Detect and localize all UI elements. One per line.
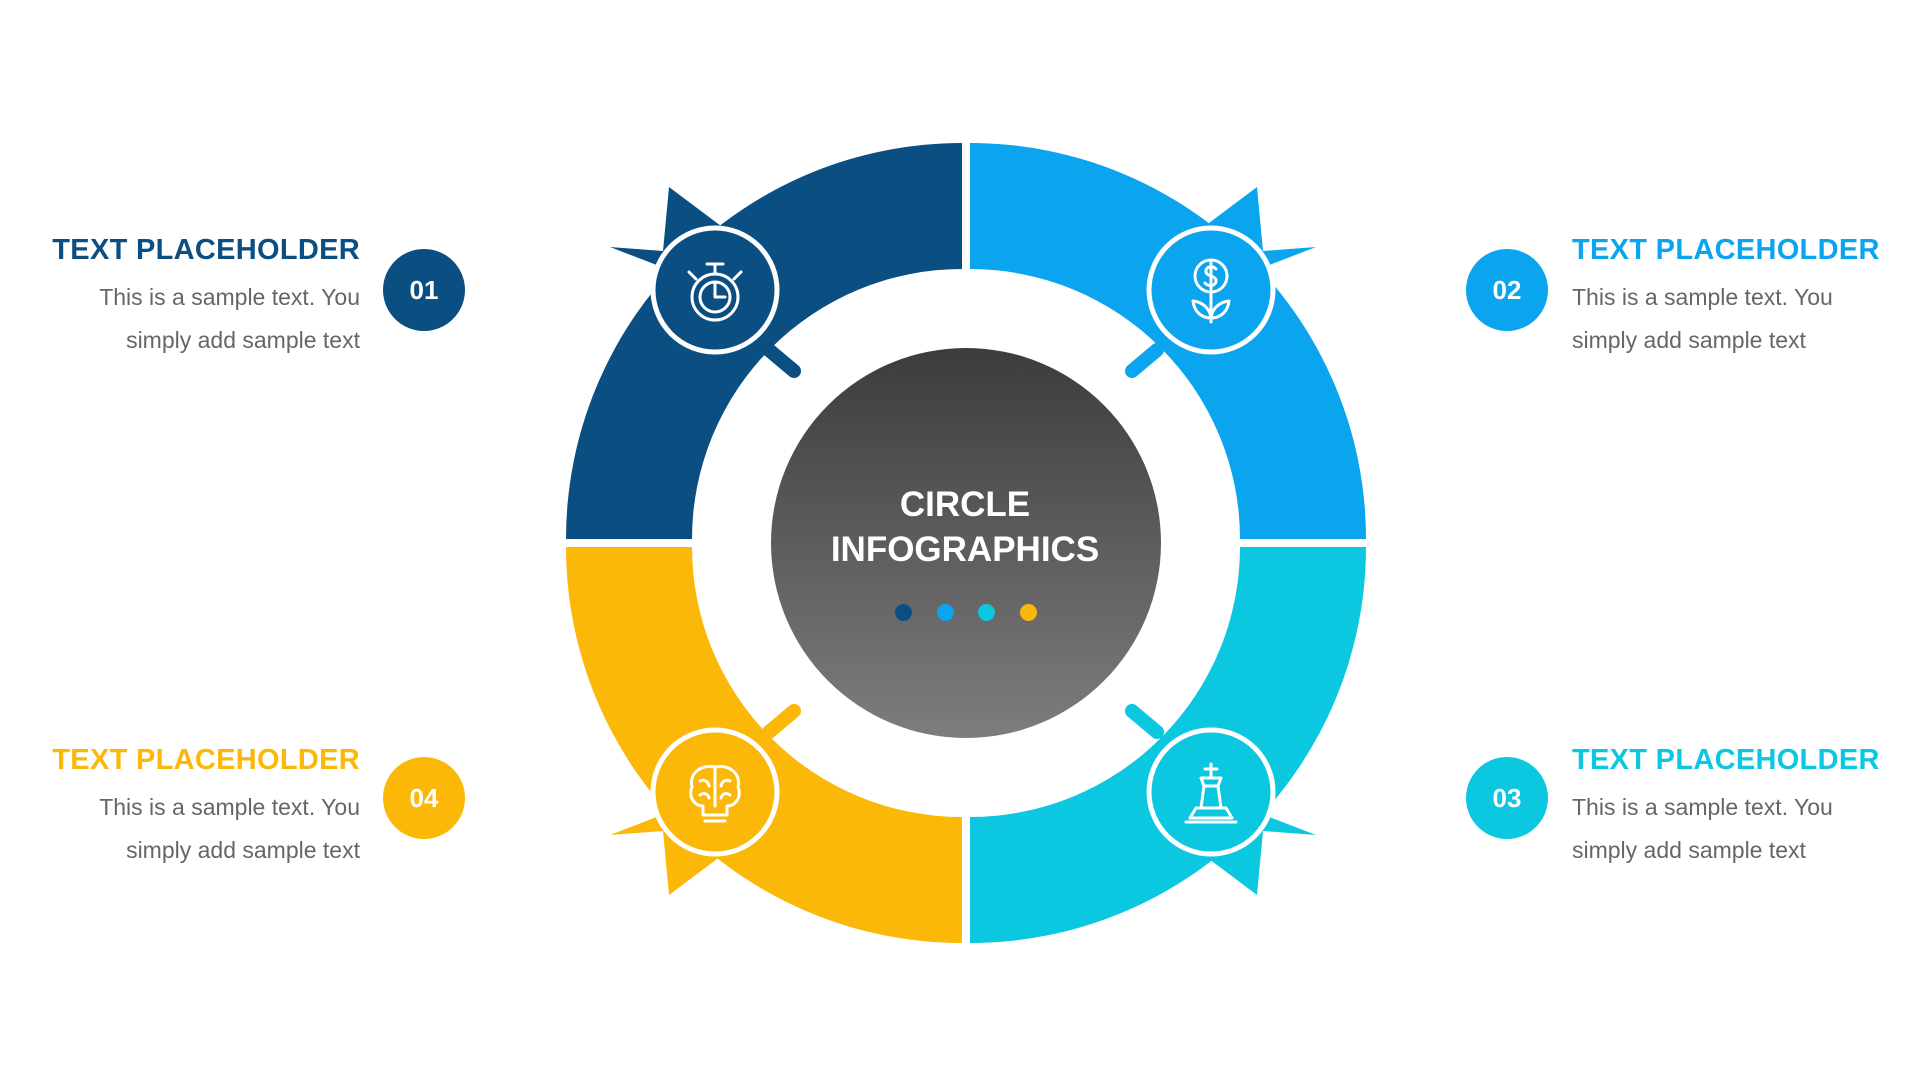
block-description-line-1: This is a sample text. You — [99, 284, 360, 310]
chess-king-icon — [1184, 762, 1238, 824]
ring-segment-1 — [566, 143, 962, 539]
block-description: This is a sample text. You simply add sa… — [20, 786, 360, 872]
block-description-line-2: simply add sample text — [126, 327, 360, 353]
money-plant-icon — [1191, 258, 1231, 324]
center-dot-1 — [895, 604, 912, 621]
block-description-line-2: simply add sample text — [1572, 837, 1806, 863]
number-badge-04: 04 — [383, 757, 465, 839]
stopwatch-icon — [687, 262, 743, 322]
text-block-03: TEXT PLACEHOLDER This is a sample text. … — [1572, 743, 1912, 872]
number-badge-02: 02 — [1466, 249, 1548, 331]
center-title-line-1: CIRCLE — [899, 485, 1031, 524]
center-title-line-2: INFOGRAPHICS — [830, 530, 1100, 569]
block-title: TEXT PLACEHOLDER — [52, 234, 360, 266]
ring-segment-2 — [970, 143, 1366, 539]
block-title: TEXT PLACEHOLDER — [1572, 234, 1880, 266]
center-title: CIRCLE INFOGRAPHICS — [830, 482, 1100, 572]
text-block-04: TEXT PLACEHOLDER This is a sample text. … — [20, 743, 360, 872]
block-description: This is a sample text. You simply add sa… — [20, 276, 360, 362]
block-description: This is a sample text. You simply add sa… — [1572, 786, 1912, 872]
brain-bulb-icon — [689, 765, 741, 823]
center-dot-4 — [1020, 604, 1037, 621]
text-block-01: TEXT PLACEHOLDER This is a sample text. … — [20, 233, 360, 362]
block-description-line-2: simply add sample text — [1572, 327, 1806, 353]
block-description-line-1: This is a sample text. You — [99, 794, 360, 820]
block-description-line-1: This is a sample text. You — [1572, 284, 1833, 310]
block-description-line-2: simply add sample text — [126, 837, 360, 863]
number-badge-03: 03 — [1466, 757, 1548, 839]
center-dot-2 — [937, 604, 954, 621]
center-dot-3 — [978, 604, 995, 621]
block-description-line-1: This is a sample text. You — [1572, 794, 1833, 820]
block-title: TEXT PLACEHOLDER — [1572, 744, 1880, 776]
segment-3-connector — [1125, 704, 1316, 895]
number-badge-01: 01 — [383, 249, 465, 331]
block-description: This is a sample text. You simply add sa… — [1572, 276, 1912, 362]
center-hub — [771, 348, 1161, 738]
block-title: TEXT PLACEHOLDER — [52, 744, 360, 776]
ring-segment-4 — [566, 547, 962, 943]
text-block-02: TEXT PLACEHOLDER This is a sample text. … — [1572, 233, 1912, 362]
